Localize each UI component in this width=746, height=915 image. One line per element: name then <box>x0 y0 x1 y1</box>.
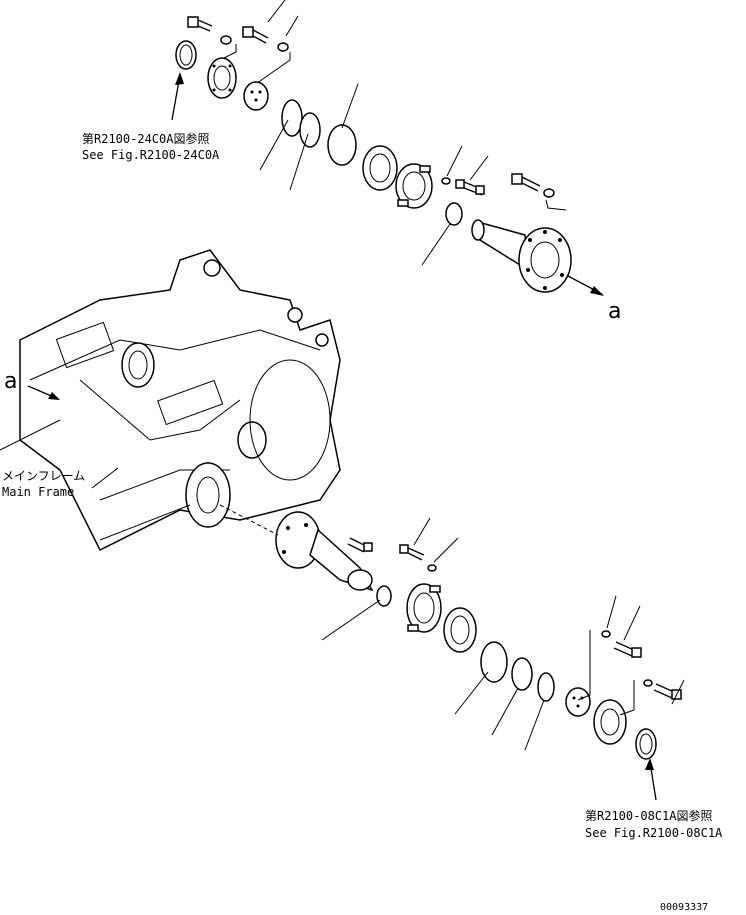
bottom-reference-en: See Fig.R2100-08C1A <box>585 826 723 840</box>
seal-housing <box>406 583 442 633</box>
bolt <box>653 683 682 700</box>
flange <box>207 57 237 99</box>
cap <box>243 81 269 111</box>
upper-assembly <box>171 0 604 296</box>
washer <box>643 679 653 687</box>
bolt <box>613 641 642 658</box>
bearing <box>362 145 398 191</box>
shim <box>376 585 392 607</box>
washer <box>543 188 555 198</box>
flange <box>593 699 627 745</box>
bolt <box>455 179 485 196</box>
seal-housing <box>395 163 433 209</box>
main-frame-label-en: Main Frame <box>2 485 74 499</box>
washer <box>427 564 437 572</box>
top-reference-jp: 第R2100-24C0A図参照 <box>82 131 209 146</box>
seal-ring <box>175 40 197 70</box>
top-reference-en: See Fig.R2100-24C0A <box>82 148 220 162</box>
bolt <box>347 537 373 553</box>
pivot-shaft <box>275 511 374 592</box>
main-frame-drawing <box>0 249 341 552</box>
callout-a-right: a <box>608 299 621 324</box>
shim <box>445 202 463 226</box>
o-ring <box>281 99 303 137</box>
arrow-icon <box>590 286 604 296</box>
arrow-icon <box>645 758 654 770</box>
arrow-icon <box>48 392 60 400</box>
seal-ring <box>635 728 657 760</box>
o-ring <box>299 112 321 148</box>
callout-a-left: a <box>4 369 17 394</box>
drawing-number: 00093337 <box>660 902 708 913</box>
main-frame-label-jp: メインフレーム <box>2 469 85 483</box>
pivot-shaft <box>471 219 572 293</box>
o-ring <box>327 124 357 166</box>
o-ring <box>511 657 533 691</box>
bolt <box>187 16 213 32</box>
bottom-reference-jp: 第R2100-08C1A図参照 <box>585 808 712 823</box>
bearing <box>443 607 477 653</box>
lower-assembly <box>219 504 685 801</box>
cap <box>565 687 591 717</box>
bolt <box>511 173 541 192</box>
bolt <box>242 26 269 44</box>
arrow-icon <box>175 72 184 85</box>
washer <box>441 177 451 185</box>
o-ring <box>537 672 555 702</box>
bolt <box>399 544 425 561</box>
washer <box>277 42 289 52</box>
washer <box>601 630 611 638</box>
washer <box>220 35 232 45</box>
